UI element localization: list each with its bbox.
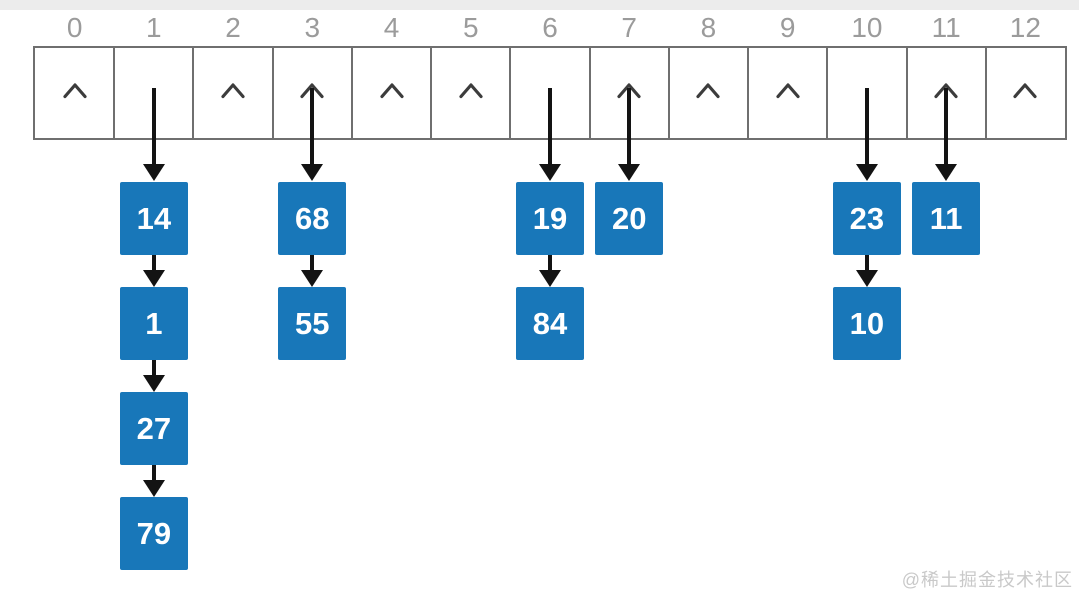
down-arrow xyxy=(142,255,165,287)
bucket-index-label: 1 xyxy=(146,12,162,43)
top-strip xyxy=(0,0,1079,10)
cell-divider xyxy=(588,48,591,138)
chain-node: 14 xyxy=(119,182,188,255)
chain-node: 27 xyxy=(119,392,188,465)
arrow-head-icon xyxy=(855,270,878,287)
chain-node: 23 xyxy=(832,182,901,255)
arrow-head-icon xyxy=(142,270,165,287)
bucket-index-label: 5 xyxy=(462,12,479,43)
null-marker-icon xyxy=(616,82,642,99)
bucket-index-label: 3 xyxy=(304,12,321,43)
chain-node: 79 xyxy=(119,497,188,570)
bucket-index-label: 6 xyxy=(542,12,558,43)
null-marker-icon xyxy=(458,82,484,99)
chain-node: 68 xyxy=(278,182,347,255)
chain-node: 84 xyxy=(515,287,584,360)
arrow-head-icon xyxy=(142,375,165,392)
down-arrow xyxy=(142,465,165,497)
cell-divider xyxy=(192,48,195,138)
down-arrow xyxy=(618,88,641,181)
cell-divider xyxy=(113,48,116,138)
null-marker-icon xyxy=(299,82,325,99)
bucket-index-label: 7 xyxy=(621,12,637,43)
arrow-head-icon xyxy=(618,164,641,181)
null-marker-icon xyxy=(379,82,405,99)
null-marker-icon xyxy=(62,82,88,99)
arrow-head-icon xyxy=(142,480,165,497)
null-marker-icon xyxy=(1012,82,1038,99)
bucket-index-label: 10 xyxy=(851,12,883,43)
cell-divider xyxy=(747,48,750,138)
down-arrow xyxy=(855,255,878,287)
cell-divider xyxy=(430,48,433,138)
down-arrow xyxy=(855,88,878,181)
arrow-line xyxy=(864,88,869,165)
cell-divider xyxy=(905,48,908,138)
arrow-line xyxy=(310,88,315,165)
bucket-index-label: 9 xyxy=(779,12,796,43)
down-arrow xyxy=(301,255,324,287)
arrow-head-icon xyxy=(142,164,165,181)
null-marker-icon xyxy=(220,82,246,99)
arrow-line xyxy=(627,88,632,165)
null-marker-icon xyxy=(695,82,721,99)
down-arrow xyxy=(538,255,561,287)
null-marker-icon xyxy=(933,82,959,99)
cell-divider xyxy=(271,48,274,138)
bucket-index-label: 4 xyxy=(383,12,400,43)
bucket-index-label: 2 xyxy=(225,12,241,43)
down-arrow xyxy=(142,88,165,181)
arrow-line xyxy=(864,255,869,271)
down-arrow xyxy=(301,88,324,181)
arrow-line xyxy=(547,255,552,271)
cell-divider xyxy=(826,48,829,138)
down-arrow xyxy=(538,88,561,181)
cell-divider xyxy=(350,48,353,138)
chain-node: 20 xyxy=(595,182,664,255)
arrow-head-icon xyxy=(301,270,324,287)
arrow-head-icon xyxy=(538,270,561,287)
cell-divider xyxy=(667,48,670,138)
arrow-head-icon xyxy=(538,164,561,181)
down-arrow xyxy=(142,360,165,392)
cell-divider xyxy=(509,48,512,138)
bucket-index-label: 0 xyxy=(66,12,83,43)
watermark: @稀土掘金技术社区 xyxy=(901,570,1073,590)
arrow-line xyxy=(151,255,156,271)
bucket-index-label: 8 xyxy=(700,12,717,43)
bucket-index-label: 12 xyxy=(1009,12,1041,43)
chain-node: 19 xyxy=(515,182,584,255)
arrow-head-icon xyxy=(935,164,958,181)
chain-node: 11 xyxy=(912,182,981,255)
arrow-line xyxy=(151,88,156,165)
bucket-index-label: 11 xyxy=(931,12,961,43)
null-marker-icon xyxy=(775,82,801,99)
arrow-head-icon xyxy=(301,164,324,181)
chain-node: 1 xyxy=(119,287,188,360)
arrow-line xyxy=(547,88,552,165)
chain-node: 10 xyxy=(832,287,901,360)
arrow-line xyxy=(151,465,156,481)
cell-divider xyxy=(984,48,987,138)
down-arrow xyxy=(935,88,958,181)
arrow-line xyxy=(151,360,156,376)
arrow-line xyxy=(310,255,315,271)
chain-node: 55 xyxy=(278,287,347,360)
arrow-head-icon xyxy=(855,164,878,181)
arrow-line xyxy=(944,88,949,165)
